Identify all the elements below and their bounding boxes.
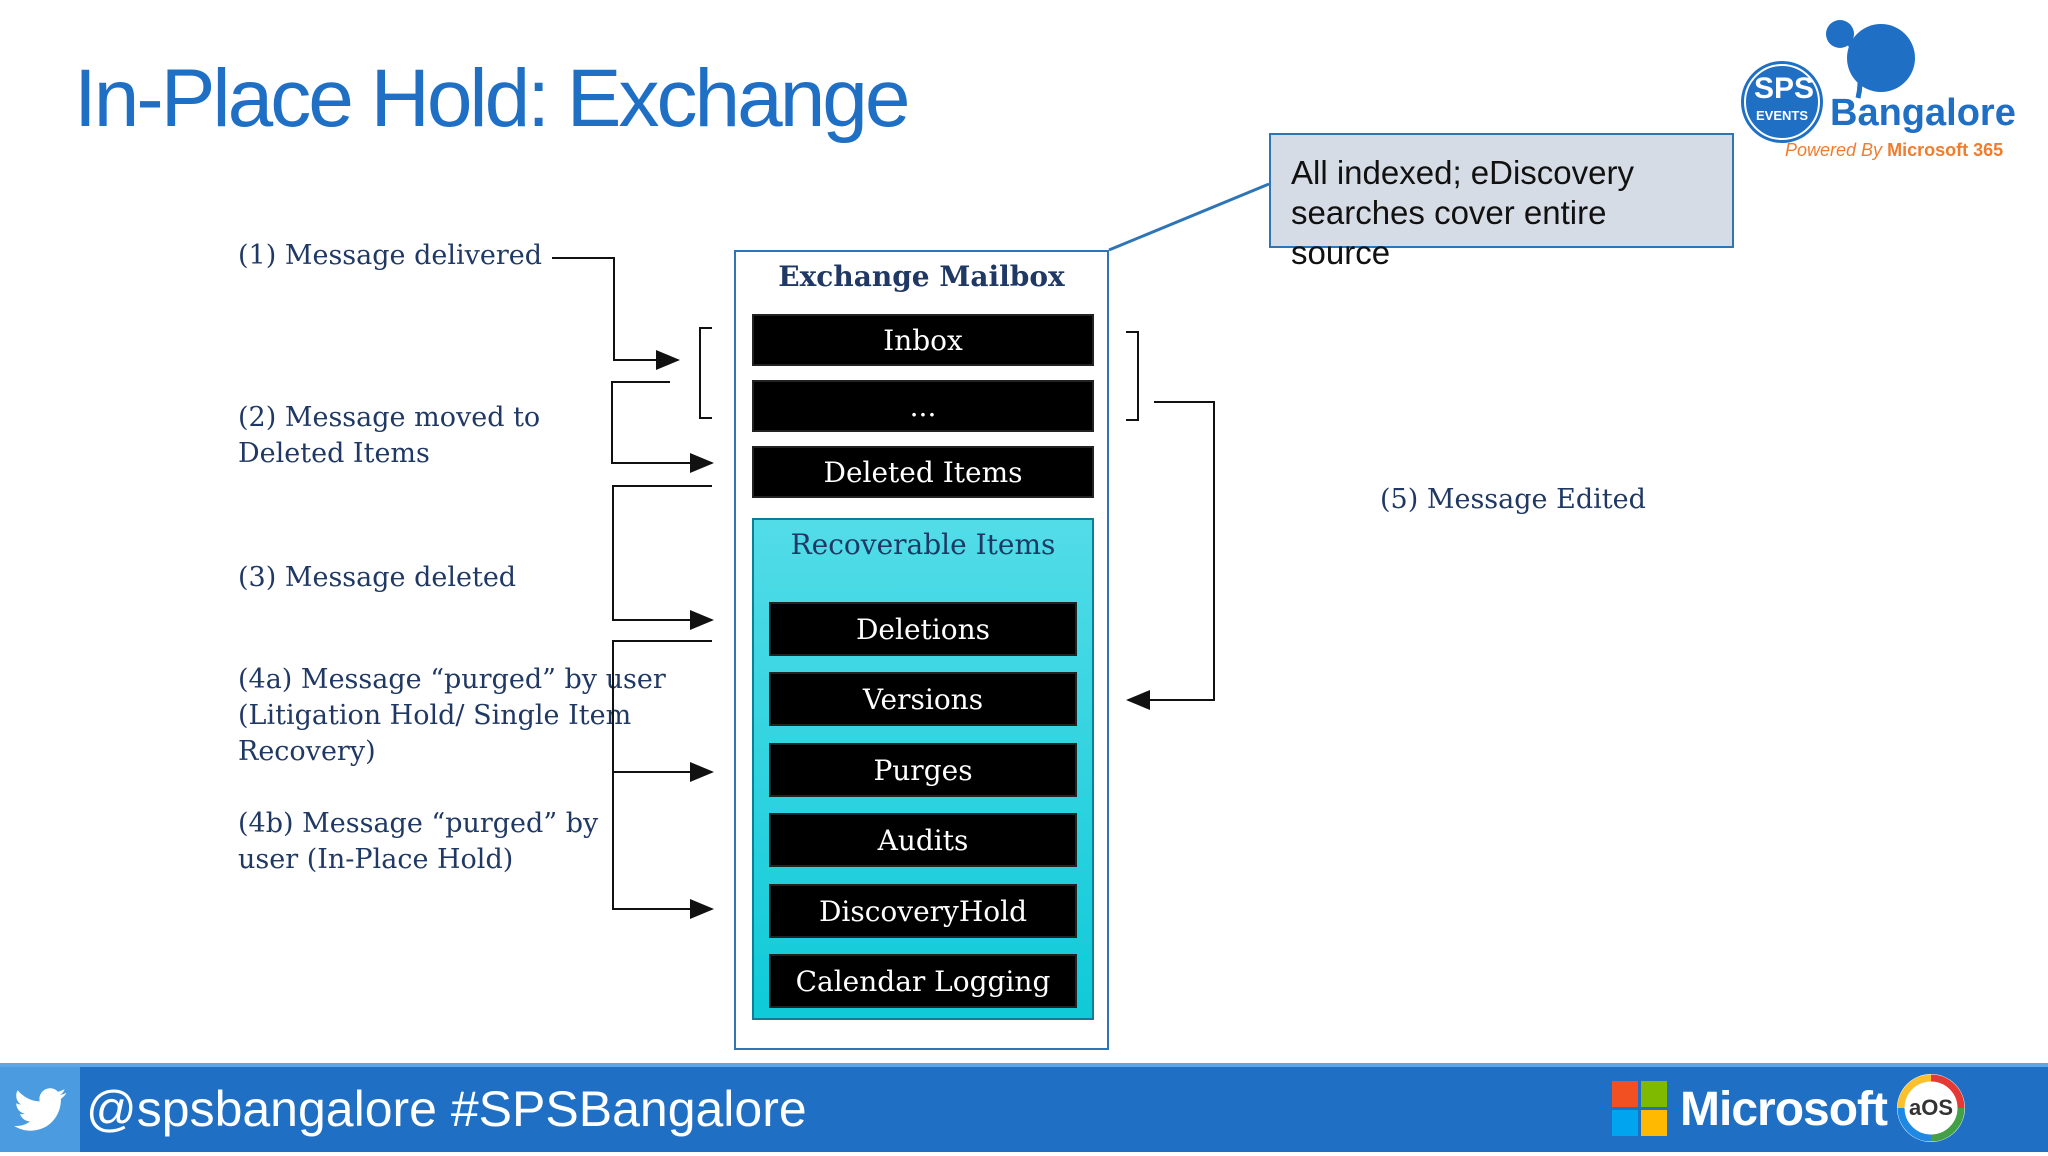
step-2-label: (2) Message moved to Deleted Items <box>238 402 541 469</box>
step-4b-label: (4b) Message “purged” by user (In-Place … <box>238 808 599 875</box>
footer-handle: @spsbangalore #SPSBangalore <box>86 1081 807 1137</box>
aos-logo: aOS <box>1894 1071 1968 1145</box>
powered-brand: Microsoft 365 <box>1887 140 2004 160</box>
folder-ellipsis: ... <box>752 380 1094 432</box>
aos-ring-icon <box>1897 1074 1965 1142</box>
step-5-label: (5) Message Edited <box>1380 484 1646 515</box>
subfolder-calendar-logging: Calendar Logging <box>769 954 1077 1008</box>
powered-prefix: Powered By <box>1785 140 1883 160</box>
subfolder-deletions: Deletions <box>769 602 1077 656</box>
mailbox-title: Exchange Mailbox <box>778 260 1065 293</box>
bracket-left <box>699 327 712 419</box>
sps-logo: SPS EVENTS <box>1740 10 2030 170</box>
footer-bar <box>0 1067 2048 1152</box>
bracket-right <box>1126 331 1139 421</box>
exchange-mailbox: Exchange Mailbox Inbox ... Deleted Items… <box>734 250 1109 1050</box>
recoverable-items-title: Recoverable Items <box>790 528 1056 561</box>
arrow-step-2 <box>611 381 714 473</box>
sps-logo-graphic <box>1741 20 1915 143</box>
folder-inbox: Inbox <box>752 314 1094 366</box>
callout-box: All indexed; eDiscovery searches cover e… <box>1269 133 1734 271</box>
step-3-label: (3) Message deleted <box>238 562 517 593</box>
footer-top-stripe <box>0 1063 2048 1067</box>
slide-title: In-Place Hold: Exchange <box>74 53 911 144</box>
arrow-step-4a <box>612 640 714 782</box>
arrow-step-1 <box>552 257 680 370</box>
sps-logo-city: Bangalore <box>1830 92 2016 134</box>
step-1-label: (1) Message delivered <box>238 240 543 271</box>
subfolder-purges: Purges <box>769 743 1077 797</box>
sps-logo-powered: Powered By Microsoft 365 <box>1785 140 2003 161</box>
sps-logo-events-text: EVENTS <box>1755 108 1808 123</box>
arrow-step-3 <box>612 485 714 630</box>
step-4a-label: (4a) Message “purged” by user (Litigatio… <box>238 664 666 767</box>
footer-microsoft: Microsoft <box>1680 1083 1888 1136</box>
callout-pointer <box>1108 182 1270 252</box>
aos-logo-text: aOS <box>1908 1095 1954 1120</box>
twitter-icon <box>14 1088 67 1131</box>
arrow-step-5 <box>1126 401 1215 710</box>
sps-logo-sps-text: SPS <box>1754 72 1815 105</box>
subfolder-audits: Audits <box>769 813 1077 867</box>
subfolder-versions: Versions <box>769 672 1077 726</box>
subfolder-discoveryhold: DiscoveryHold <box>769 884 1077 938</box>
folder-deleted-items: Deleted Items <box>752 446 1094 498</box>
microsoft-logo-icon <box>1612 1081 1667 1136</box>
twitter-badge <box>0 1067 80 1152</box>
recoverable-items: Recoverable Items Deletions Versions Pur… <box>752 518 1094 1020</box>
arrow-step-4b <box>612 772 714 919</box>
